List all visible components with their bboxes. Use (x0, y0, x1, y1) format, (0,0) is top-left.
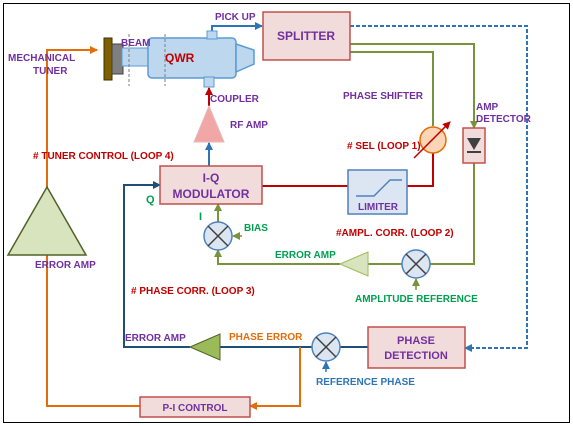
coupler-stub (203, 76, 215, 88)
phase-error-to-q-line (123, 181, 190, 348)
phase-error-label: PHASE ERROR (229, 332, 303, 343)
pick-up-label: PICK UP (215, 12, 256, 23)
rf-amp-label: RF AMP (230, 120, 268, 131)
tuner-plate (103, 37, 113, 81)
pickup-stub (206, 30, 218, 40)
beam-label: BEAM (121, 38, 150, 49)
phase-shifter-label: PHASE SHIFTER (343, 91, 424, 102)
error-amp-mid-label: ERROR AMP (275, 250, 336, 261)
qwr-endcap (235, 42, 255, 74)
error-amp-to-tuner-line (46, 46, 98, 187)
phase-shifter-to-limiter-line (407, 152, 434, 187)
phase-multiplier-icon (311, 332, 341, 362)
rf-amp-triangle (193, 104, 225, 143)
outer-frame (3, 3, 570, 423)
qwr-label: QWR (165, 51, 195, 65)
cavity-group (103, 30, 255, 88)
mechanical-tuner-label-1: MECHANICAL (8, 53, 75, 64)
tuner-control-label: # TUNER CONTROL (LOOP 4) (33, 151, 174, 162)
iq-modulator-box[interactable] (159, 165, 263, 205)
phase-detection-label-1: PHASE (397, 335, 435, 347)
splitter-to-phase-shifter-line (350, 51, 434, 126)
q-label: Q (146, 194, 155, 206)
error-amp-to-i-multiplier-line (214, 249, 340, 265)
i-label: I (199, 211, 202, 223)
ampl-corr-label: #AMPL. CORR. (LOOP 2) (336, 228, 454, 239)
splitter-label: SPLITTER (277, 29, 335, 43)
mechanical-tuner-label-2: TUNER (33, 66, 68, 77)
splitter-box[interactable] (262, 11, 351, 61)
beam-pipe (121, 47, 151, 67)
detector-to-multiplier-line (430, 163, 475, 265)
phase-error-to-pi-line (249, 347, 301, 410)
phase-detection-box[interactable] (367, 326, 466, 369)
error-amp-mid-triangle (338, 251, 369, 277)
amplitude-reference-label: AMPLITUDE REFERENCE (355, 294, 478, 305)
phase-corr-label: # PHASE CORR. (LOOP 3) (131, 286, 255, 297)
pickup-line (211, 22, 263, 36)
pi-control-label: P-I CONTROL (163, 403, 228, 414)
amp-detector-label-1: AMP (476, 102, 499, 113)
coupler-label: COUPLER (210, 94, 260, 105)
splitter-to-phase-detection-line (350, 25, 528, 352)
error-amp-bottom-label: ERROR AMP (125, 333, 186, 344)
iq-modulator-label-1: I-Q (203, 171, 220, 185)
amplitude-multiplier-icon (401, 249, 431, 279)
detector-diode-icon (467, 138, 481, 150)
error-amp-bottom-triangle (188, 333, 221, 361)
limiter-curve (356, 179, 402, 197)
amp-detector-label-2: DETECTOR (476, 114, 532, 125)
error-amp-left-label: ERROR AMP (35, 260, 96, 271)
reference-phase-label: REFERENCE PHASE (316, 377, 415, 388)
pi-to-error-amp-line (46, 255, 140, 407)
phase-detection-label-2: DETECTION (384, 350, 448, 362)
splitter-to-detector-line (350, 43, 478, 129)
sel-label: # SEL (LOOP 1) (347, 141, 421, 152)
bias-label: BIAS (244, 223, 268, 234)
phase-shifter-arrow (413, 121, 451, 159)
limiter-label: LIMITER (358, 202, 399, 213)
iq-modulator-label-2: MODULATOR (173, 187, 250, 201)
i-multiplier-icon (203, 221, 233, 251)
error-amp-left-triangle (6, 185, 88, 256)
pi-control-box[interactable] (139, 396, 251, 418)
